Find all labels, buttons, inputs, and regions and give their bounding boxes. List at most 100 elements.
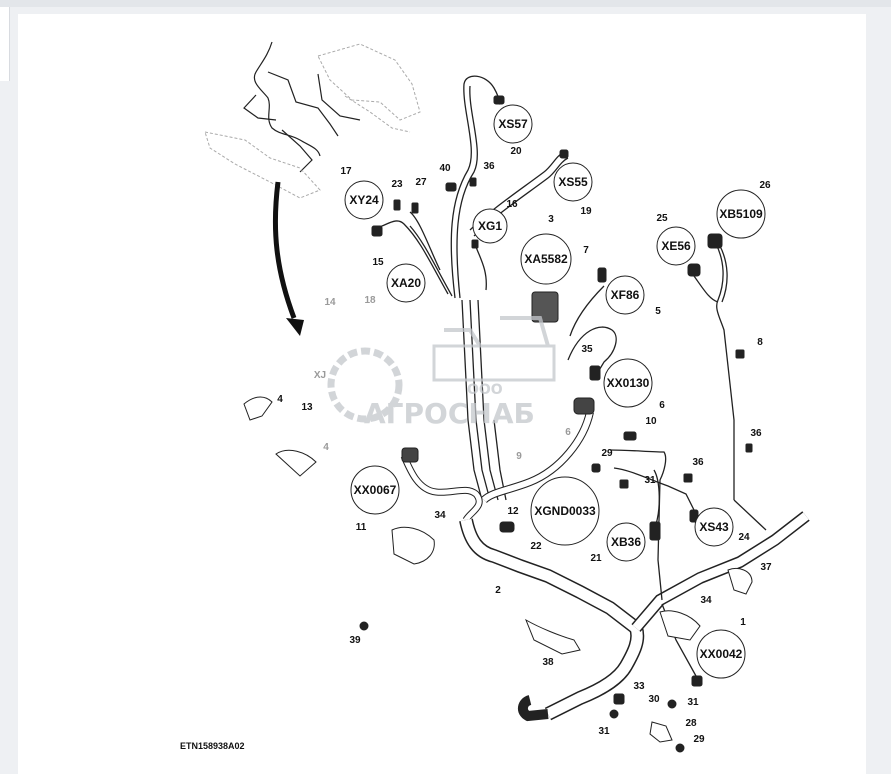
part-callout-number: 2 xyxy=(495,585,501,596)
connector-item-number: 24 xyxy=(738,532,750,543)
part-callout-number: 38 xyxy=(542,657,554,668)
faded-callout-number: 6 xyxy=(565,427,571,438)
part-callout-number: 4 xyxy=(277,394,283,405)
connector-circle xyxy=(520,233,572,285)
connector-item-number: 6 xyxy=(659,400,665,411)
connector-item-number: 25 xyxy=(656,213,668,224)
watermark-name: АГРОСНАБ xyxy=(364,397,535,430)
connector-label: XS55 xyxy=(558,175,588,189)
connector-item-number: 3 xyxy=(548,214,554,225)
part-callout-number: 31 xyxy=(644,475,656,486)
connector-circle xyxy=(656,226,696,266)
connector-item-number: 11 xyxy=(356,522,367,533)
overview-harness-sketch xyxy=(204,41,421,199)
connector-item-number: 15 xyxy=(372,257,384,268)
connector-circle xyxy=(386,263,426,303)
connector-xb5109: XB5109 26 xyxy=(716,180,771,239)
figure-caption: ETN158938A02 xyxy=(180,741,245,751)
part-callout-number: 30 xyxy=(648,694,660,705)
part-callout-number: 40 xyxy=(439,163,451,174)
connector-xx0130: XX0130 6 xyxy=(603,358,665,411)
connector-xs43: XS43 24 xyxy=(694,507,750,547)
connector-circle xyxy=(603,358,653,408)
left-panel-stub xyxy=(0,7,10,81)
connector-xe56: XE56 25 xyxy=(656,213,696,266)
connector-circle xyxy=(696,629,746,679)
part-callout-number: 27 xyxy=(415,177,427,188)
right-margin xyxy=(866,7,891,761)
connector-circle xyxy=(350,465,400,515)
part-callout-number: 10 xyxy=(645,416,657,427)
part-callout-number: 34 xyxy=(700,595,712,606)
connector-circle xyxy=(606,522,646,562)
part-callout-number: 37 xyxy=(760,562,772,573)
connector-item-number: 22 xyxy=(530,541,542,552)
connector-label: XG1 xyxy=(478,219,502,233)
part-callout-number: 34 xyxy=(434,510,446,521)
faded-callout-number: 4 xyxy=(323,442,329,453)
connector-xs55: XS55 19 xyxy=(553,162,593,217)
overview-arrow xyxy=(272,181,304,336)
connector-circle xyxy=(344,180,384,220)
connector-xb36: XB36 21 xyxy=(590,522,646,564)
part-callout-number: 23 xyxy=(391,179,403,190)
part-callout-number: 29 xyxy=(601,448,613,459)
connector-circle xyxy=(493,104,533,144)
connector-label: XB36 xyxy=(611,535,641,549)
part-callout-number: 28 xyxy=(685,718,697,729)
connector-xx0042: XX0042 1 xyxy=(696,617,746,679)
faded-callout-number: 18 xyxy=(364,295,376,306)
connector-label: XGND0033 xyxy=(534,504,596,518)
connector-item-number: 21 xyxy=(590,553,602,564)
part-callout-number: 8 xyxy=(757,337,763,348)
connector-label: XS57 xyxy=(498,117,528,131)
connector-xs57: XS57 20 xyxy=(493,104,533,157)
component-glyphs xyxy=(243,95,753,753)
connector-circle xyxy=(694,507,734,547)
connector-label: XB5109 xyxy=(719,207,763,221)
connector-label: XX0130 xyxy=(607,376,650,390)
connector-xx0067: XX0067 11 xyxy=(350,465,400,533)
connector-circle xyxy=(716,189,766,239)
connector-item-number: 1 xyxy=(740,617,746,628)
connector-label: XS43 xyxy=(699,520,729,534)
part-callout-number: 33 xyxy=(633,681,645,692)
watermark: ООО АГРОСНАБ xyxy=(327,316,556,430)
connector-label: XE56 xyxy=(661,239,691,253)
part-callout-number: 13 xyxy=(301,402,313,413)
top-bar xyxy=(0,0,891,7)
connector-xgnd0033: XGND0033 22 xyxy=(530,476,600,552)
part-callout-number: 36 xyxy=(692,457,704,468)
faded-callouts: 14 18 9 6 4 XJ xyxy=(314,295,571,462)
connector-item-number: 19 xyxy=(580,206,592,217)
connector-circle xyxy=(472,208,508,244)
part-callout-number: 36 xyxy=(750,428,762,439)
connector-label: XX0042 xyxy=(700,647,743,661)
connector-label: XA20 xyxy=(391,276,421,290)
connector-circle xyxy=(605,275,645,315)
connector-label: XA5582 xyxy=(524,252,568,266)
part-callout-number: 7 xyxy=(583,245,589,256)
harness-wires xyxy=(375,75,810,722)
connector-xy24: XY24 17 xyxy=(340,166,384,220)
connector-xa20: XA20 15 xyxy=(372,257,426,303)
connector-item-number: 17 xyxy=(340,166,352,177)
faded-callout-number: 14 xyxy=(324,297,336,308)
connector-label: XF86 xyxy=(611,288,640,302)
part-callout-number: 29 xyxy=(693,734,705,745)
connector-circle xyxy=(530,476,600,546)
connector-item-number: 26 xyxy=(759,180,771,191)
watermark-company: ООО xyxy=(467,382,503,398)
connector-label: XX0067 xyxy=(354,483,397,497)
connector-circle xyxy=(553,162,593,202)
part-callout-number: 35 xyxy=(581,344,593,355)
faded-callout-number: XJ xyxy=(314,370,326,381)
faded-callout-number: 9 xyxy=(516,451,522,462)
part-callout-number: 39 xyxy=(349,635,361,646)
connector-item-number: 20 xyxy=(510,146,522,157)
connector-label: XY24 xyxy=(349,193,379,207)
part-callout-number: 31 xyxy=(687,697,699,708)
